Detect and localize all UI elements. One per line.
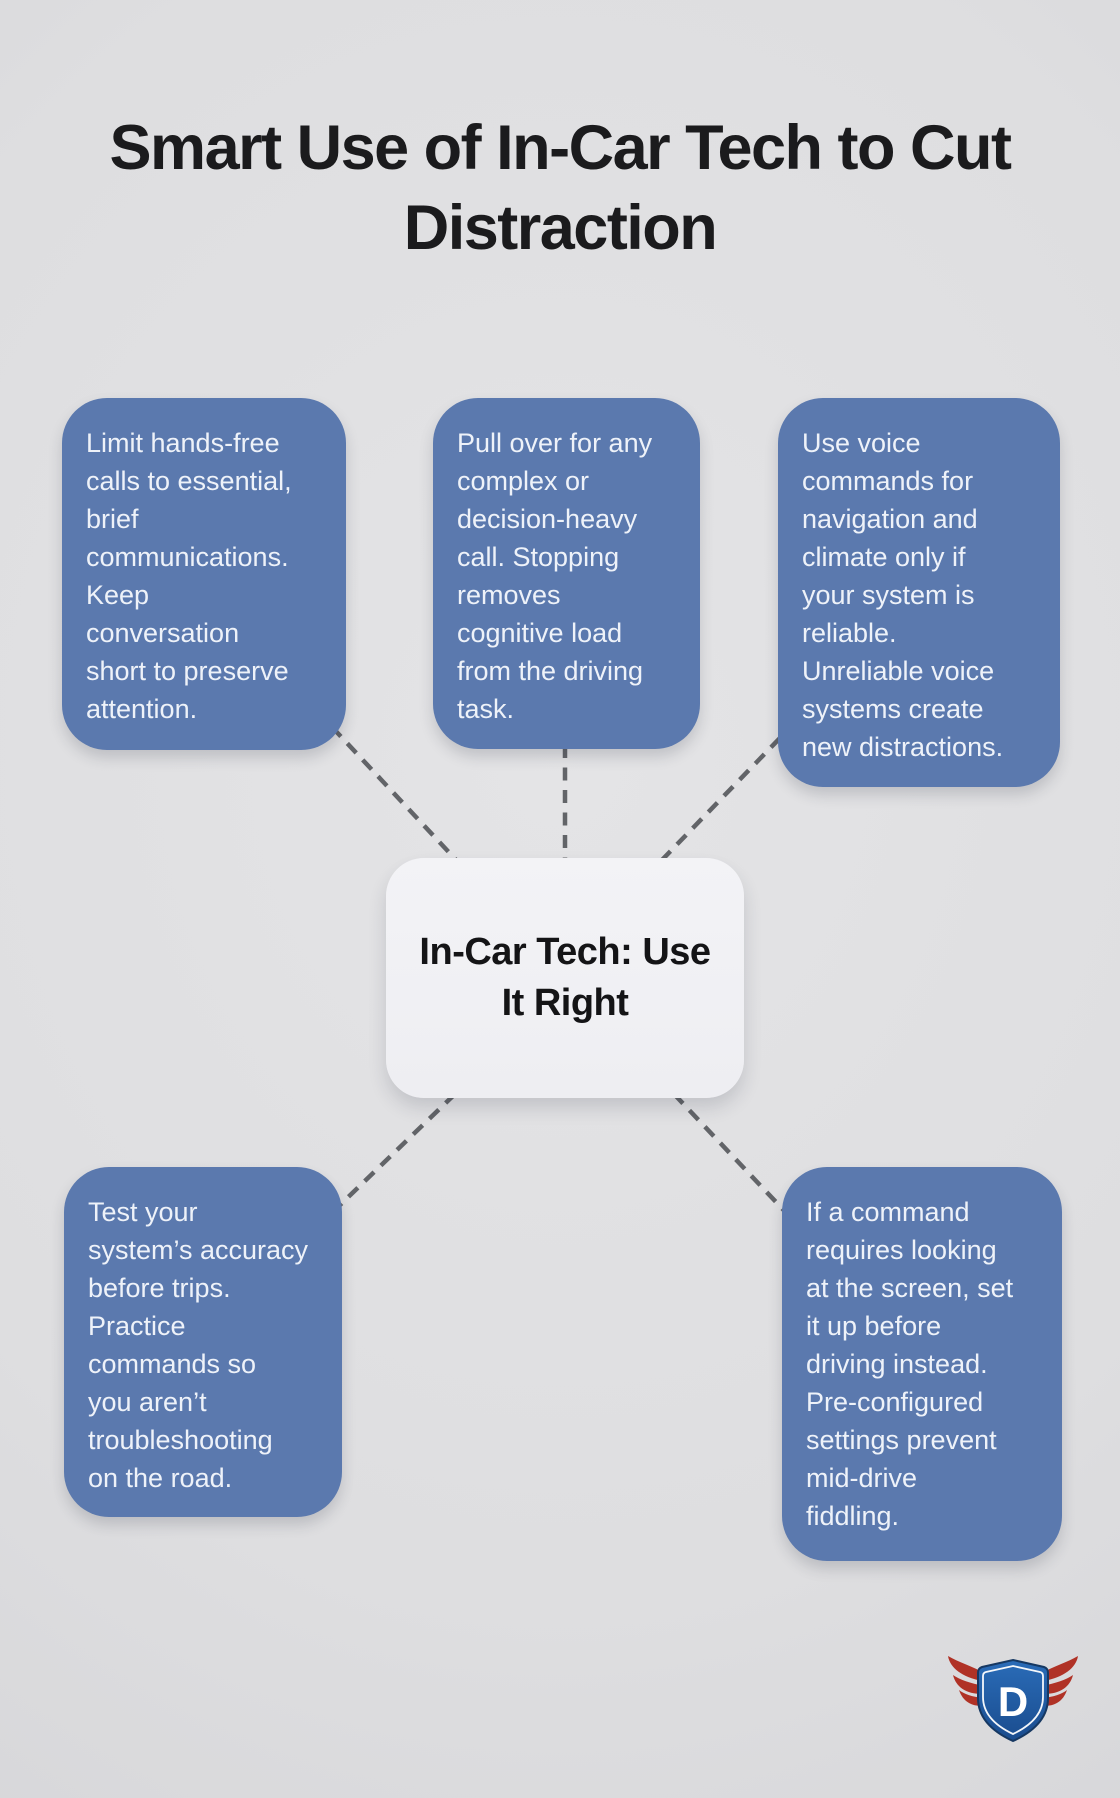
- logo-letter: D: [998, 1678, 1028, 1725]
- card-bottom-right-text: If a command requires looking at the scr…: [806, 1197, 1014, 1531]
- center-node: In-Car Tech: Use It Right: [386, 858, 744, 1098]
- card-top-left: Limit hands-free calls to essential, bri…: [62, 398, 346, 750]
- brand-logo-icon: D: [948, 1656, 1078, 1743]
- center-node-title: In-Car Tech: Use It Right: [419, 931, 711, 1024]
- connector-line-bottom-right: [672, 1092, 795, 1222]
- connector-line-top-right: [658, 736, 782, 864]
- card-top-middle-text: Pull over for any complex or decision-he…: [457, 428, 653, 724]
- card-top-middle: Pull over for any complex or decision-he…: [433, 398, 700, 749]
- card-bottom-right: If a command requires looking at the scr…: [782, 1167, 1062, 1561]
- infographic-title: Smart Use of In-Car Tech to Cut Distract…: [109, 113, 1012, 263]
- card-top-left-text: Limit hands-free calls to essential, bri…: [86, 428, 292, 724]
- shield-icon: D: [977, 1658, 1049, 1743]
- card-top-right-text: Use voice commands for navigation and cl…: [802, 428, 1004, 762]
- card-bottom-left: Test your system’s accuracy before trips…: [64, 1167, 342, 1517]
- card-bottom-left-text: Test your system’s accuracy before trips…: [88, 1197, 309, 1493]
- card-top-right: Use voice commands for navigation and cl…: [778, 398, 1060, 787]
- connector-line-bottom-left: [338, 1092, 457, 1207]
- connector-line-top-left: [330, 725, 460, 864]
